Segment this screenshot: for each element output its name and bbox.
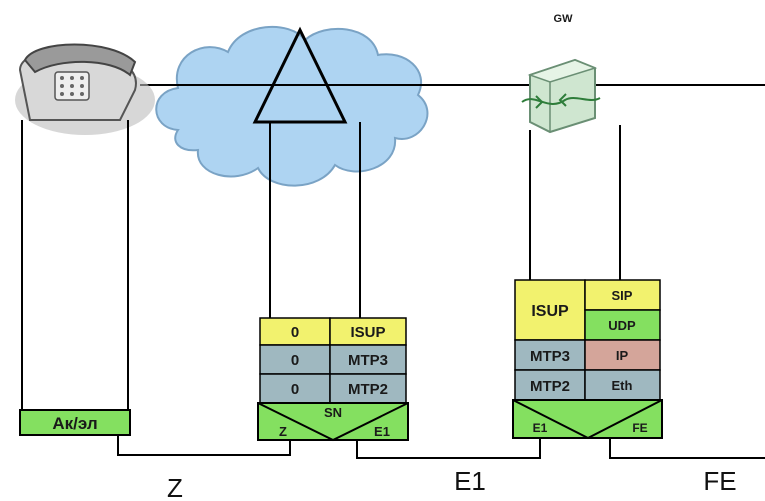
switch-triangle-icon — [252, 26, 348, 124]
gateway-icon — [521, 58, 601, 134]
gw-mtp3: MTP3 — [530, 348, 570, 365]
gw-port-left: E1 — [533, 421, 548, 435]
sn-row1-right: ISUP — [350, 324, 385, 341]
gw-sip: SIP — [612, 288, 633, 303]
sn-row3-right: MTP2 — [348, 381, 388, 398]
sn-row3-left: 0 — [291, 381, 299, 398]
switch-node-stack: 0 ISUP 0 MTP3 0 MTP2 SN Z E1 — [257, 317, 409, 442]
gw-isup: ISUP — [531, 303, 569, 320]
sn-row1-left: 0 — [291, 324, 299, 341]
gateway-stack: ISUP SIP UDP MTP3 IP MTP2 Eth E1 FE — [512, 279, 663, 440]
subscriber-box-label: Ак/эл — [52, 414, 97, 433]
sn-row2-left: 0 — [291, 352, 299, 369]
interface-fe-label: FE — [703, 466, 736, 496]
sn-row2-right: MTP3 — [348, 352, 388, 369]
telephone-icon — [15, 43, 155, 135]
gw-port-right: FE — [632, 421, 647, 435]
interface-z-label: Z — [167, 473, 183, 501]
subscriber-box: Ак/эл — [19, 409, 131, 436]
sn-name: SN — [324, 405, 342, 420]
gw-mtp2: MTP2 — [530, 378, 570, 395]
sn-port-right: E1 — [374, 424, 390, 439]
network-cloud — [155, 25, 429, 187]
interface-e1-label: E1 — [454, 466, 486, 496]
gw-udp: UDP — [608, 318, 636, 333]
connection-lines — [21, 120, 765, 459]
gw-eth: Eth — [612, 378, 633, 393]
gateway-label: GW — [554, 13, 574, 25]
sn-port-left: Z — [279, 424, 287, 439]
gw-ip: IP — [616, 348, 629, 363]
